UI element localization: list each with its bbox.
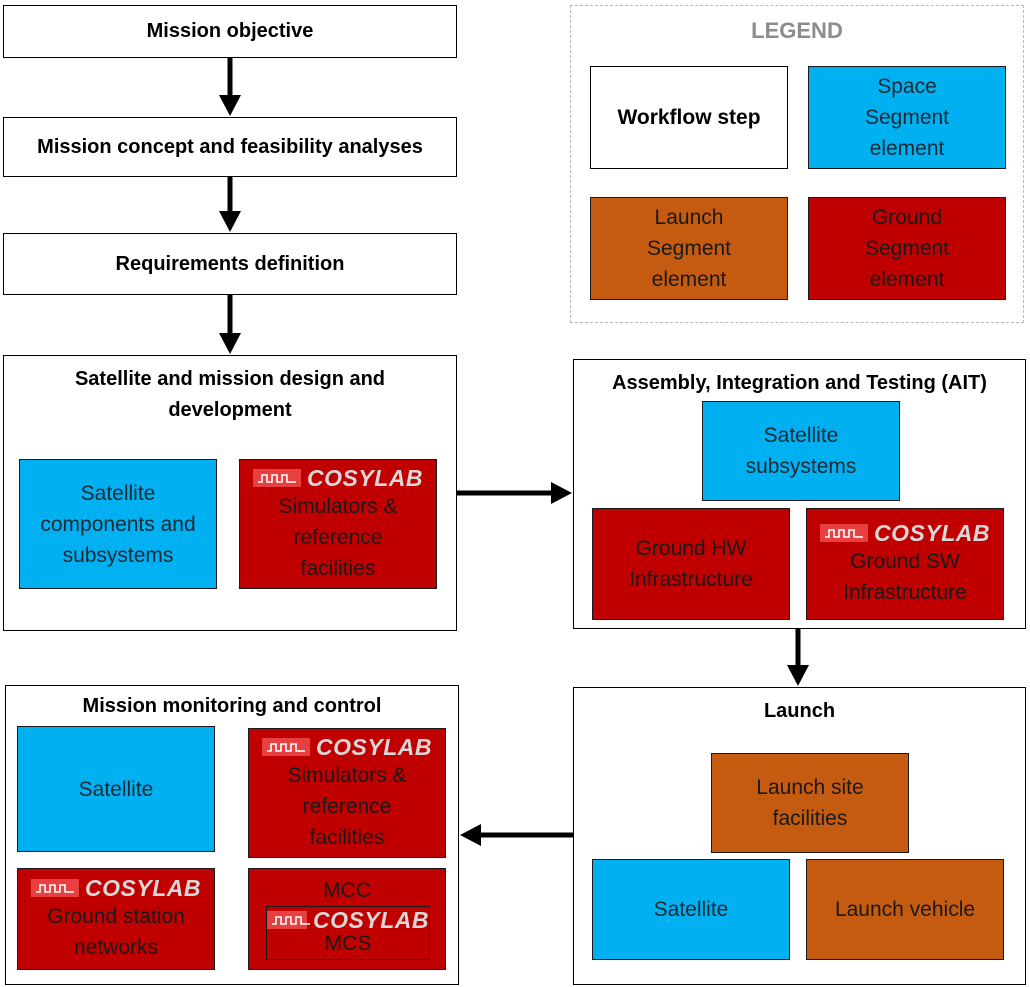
launch-container: Launch Launch site facilities Satellite … xyxy=(573,687,1026,985)
launch-site-element: Launch site facilities xyxy=(711,753,909,853)
cosylab-logo-mark-icon xyxy=(31,879,80,897)
element-label: Ground SW Infrastructure xyxy=(843,550,967,604)
arrow-design-to-ait xyxy=(457,482,572,504)
element-label: Launch vehicle xyxy=(834,898,976,921)
cosylab-logo: COSYLAB xyxy=(267,907,429,933)
step-label: Mission objective xyxy=(146,20,314,42)
cosylab-logo: COSYLAB xyxy=(262,734,432,760)
element-label: Satellite subsystems xyxy=(745,424,857,478)
launch-satellite-element: Satellite xyxy=(592,859,790,960)
mcc-element: MCC COSYLAB MCS xyxy=(248,868,446,970)
ait-title: Assembly, Integration and Testing (AIT) xyxy=(612,372,987,394)
element-label: Satellite xyxy=(78,777,154,801)
element-label: Satellite xyxy=(653,898,729,921)
legend-title: LEGEND xyxy=(751,18,843,43)
ait-satellite-subsystems-element: Satellite subsystems xyxy=(702,401,900,501)
arrow-concept-to-requirements xyxy=(219,177,241,232)
monitoring-simulators-element: COSYLAB Simulators & reference facilitie… xyxy=(248,728,446,858)
legend-ground-segment: Ground Segment element xyxy=(808,197,1006,300)
mcs-label: MCS xyxy=(324,932,372,955)
legend-space-label: Space Segment element xyxy=(864,75,950,160)
step-mission-objective: Mission objective xyxy=(3,5,457,58)
ground-hw-element: Ground HW Infrastructure xyxy=(592,508,790,620)
arrow-launch-to-monitoring xyxy=(460,824,573,846)
cosylab-logo-mark-icon xyxy=(820,524,869,542)
monitoring-satellite-element: Satellite xyxy=(17,726,215,852)
cosylab-logo-mark-icon xyxy=(262,737,311,756)
legend-ground-label: Ground Segment element xyxy=(864,206,950,291)
cosylab-logo-text: COSYLAB xyxy=(85,875,201,901)
step-label: Mission concept and feasibility analyses xyxy=(37,135,423,158)
legend-workflow-label: Workflow step xyxy=(617,106,761,129)
step-requirements: Requirements definition xyxy=(3,233,457,295)
arrow-requirements-to-design xyxy=(219,295,241,354)
legend-workflow-step: Workflow step xyxy=(590,66,788,169)
step-label: Requirements definition xyxy=(115,252,345,275)
design-development-container: Satellite and mission design and develop… xyxy=(3,355,457,631)
element-label: Satellite components and subsystems xyxy=(40,481,196,567)
cosylab-logo-mark-icon xyxy=(267,911,310,929)
launch-title: Launch xyxy=(763,700,836,722)
cosylab-logo: COSYLAB xyxy=(31,875,201,901)
element-label: Simulators & reference facilities xyxy=(278,494,398,580)
legend-launch-label: Launch Segment element xyxy=(646,206,732,291)
cosylab-logo: COSYLAB xyxy=(820,520,990,546)
arrow-objective-to-concept xyxy=(219,58,241,116)
cosylab-logo-text: COSYLAB xyxy=(874,520,990,546)
element-label: Ground station networks xyxy=(47,905,185,959)
ait-container: Assembly, Integration and Testing (AIT) … xyxy=(573,359,1026,629)
legend-launch-segment: Launch Segment element xyxy=(590,197,788,300)
ground-sw-element: COSYLAB Ground SW Infrastructure xyxy=(806,508,1004,620)
cosylab-logo-mark-icon xyxy=(253,468,302,487)
legend-space-segment: Space Segment element xyxy=(808,66,1006,169)
cosylab-logo-text: COSYLAB xyxy=(313,907,429,933)
satellite-components-element: Satellite components and subsystems xyxy=(19,459,217,589)
element-label: Launch site facilities xyxy=(756,776,864,830)
element-label: Simulators & reference facilities xyxy=(287,763,407,849)
design-title: Satellite and mission design and develop… xyxy=(74,368,386,421)
step-mission-concept: Mission concept and feasibility analyses xyxy=(3,117,457,177)
arrow-ait-to-launch xyxy=(787,629,809,686)
design-simulators-element: COSYLAB Simulators & reference facilitie… xyxy=(239,459,437,589)
mcs-element: COSYLAB MCS xyxy=(266,906,430,960)
element-label: Ground HW Infrastructure xyxy=(629,537,753,591)
cosylab-logo: COSYLAB xyxy=(253,465,423,491)
cosylab-logo-text: COSYLAB xyxy=(316,733,432,760)
mcc-label: MCC xyxy=(323,879,371,902)
monitoring-title: Mission monitoring and control xyxy=(82,695,382,717)
cosylab-logo-text: COSYLAB xyxy=(307,464,423,491)
launch-vehicle-element: Launch vehicle xyxy=(806,859,1004,960)
monitoring-container: Mission monitoring and control Satellite… xyxy=(5,685,459,985)
legend: LEGEND Workflow step Space Segment eleme… xyxy=(570,5,1024,323)
ground-station-networks-element: COSYLAB Ground station networks xyxy=(17,868,215,970)
